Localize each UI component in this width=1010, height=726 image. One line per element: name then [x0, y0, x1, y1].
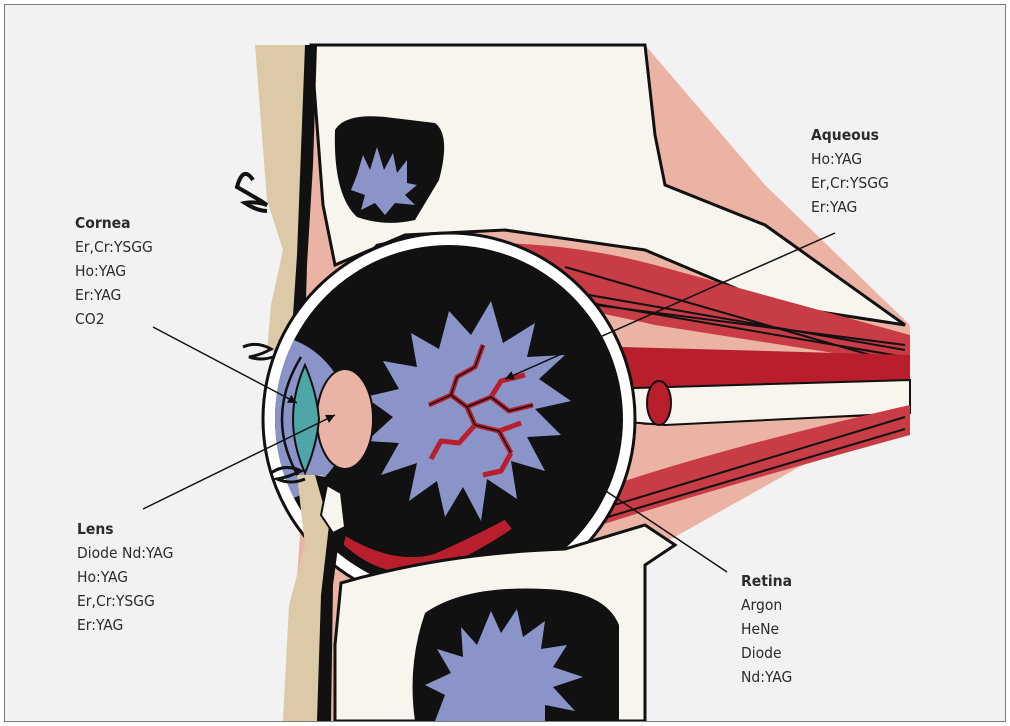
- lens-laser-2: Ho:YAG: [77, 565, 173, 589]
- cornea-laser-4: CO2: [75, 307, 153, 331]
- aqueous-laser-1: Ho:YAG: [811, 147, 889, 171]
- aqueous-title: Aqueous: [811, 123, 889, 147]
- lens-laser-1: Diode Nd:YAG: [77, 541, 173, 565]
- retina-pointer: [561, 461, 727, 572]
- aqueous-label: Aqueous Ho:YAG Er,Cr:YSGG Er:YAG: [811, 123, 889, 219]
- aqueous-laser-2: Er,Cr:YSGG: [811, 171, 889, 195]
- retina-laser-2: HeNe: [741, 617, 792, 641]
- lens-laser-4: Er:YAG: [77, 613, 173, 637]
- cornea-laser-1: Er,Cr:YSGG: [75, 235, 153, 259]
- aqueous-laser-3: Er:YAG: [811, 195, 889, 219]
- diagram-frame: Cornea Er,Cr:YSGG Ho:YAG Er:YAG CO2 Aque…: [4, 4, 1006, 722]
- retina-laser-1: Argon: [741, 593, 792, 617]
- cornea-label: Cornea Er,Cr:YSGG Ho:YAG Er:YAG CO2: [75, 211, 153, 331]
- retina-label: Retina Argon HeNe Diode Nd:YAG: [741, 569, 792, 689]
- lens-title: Lens: [77, 517, 173, 541]
- retina-laser-3: Diode: [741, 641, 792, 665]
- retina-title: Retina: [741, 569, 792, 593]
- cornea-pointer: [153, 327, 297, 403]
- cornea-laser-2: Ho:YAG: [75, 259, 153, 283]
- cornea-title: Cornea: [75, 211, 153, 235]
- retina-laser-4: Nd:YAG: [741, 665, 792, 689]
- aqueous-pointer: [505, 233, 835, 379]
- lens-label: Lens Diode Nd:YAG Ho:YAG Er,Cr:YSGG Er:Y…: [77, 517, 173, 637]
- lens-laser-3: Er,Cr:YSGG: [77, 589, 173, 613]
- lens-pointer: [143, 415, 335, 509]
- cornea-laser-3: Er:YAG: [75, 283, 153, 307]
